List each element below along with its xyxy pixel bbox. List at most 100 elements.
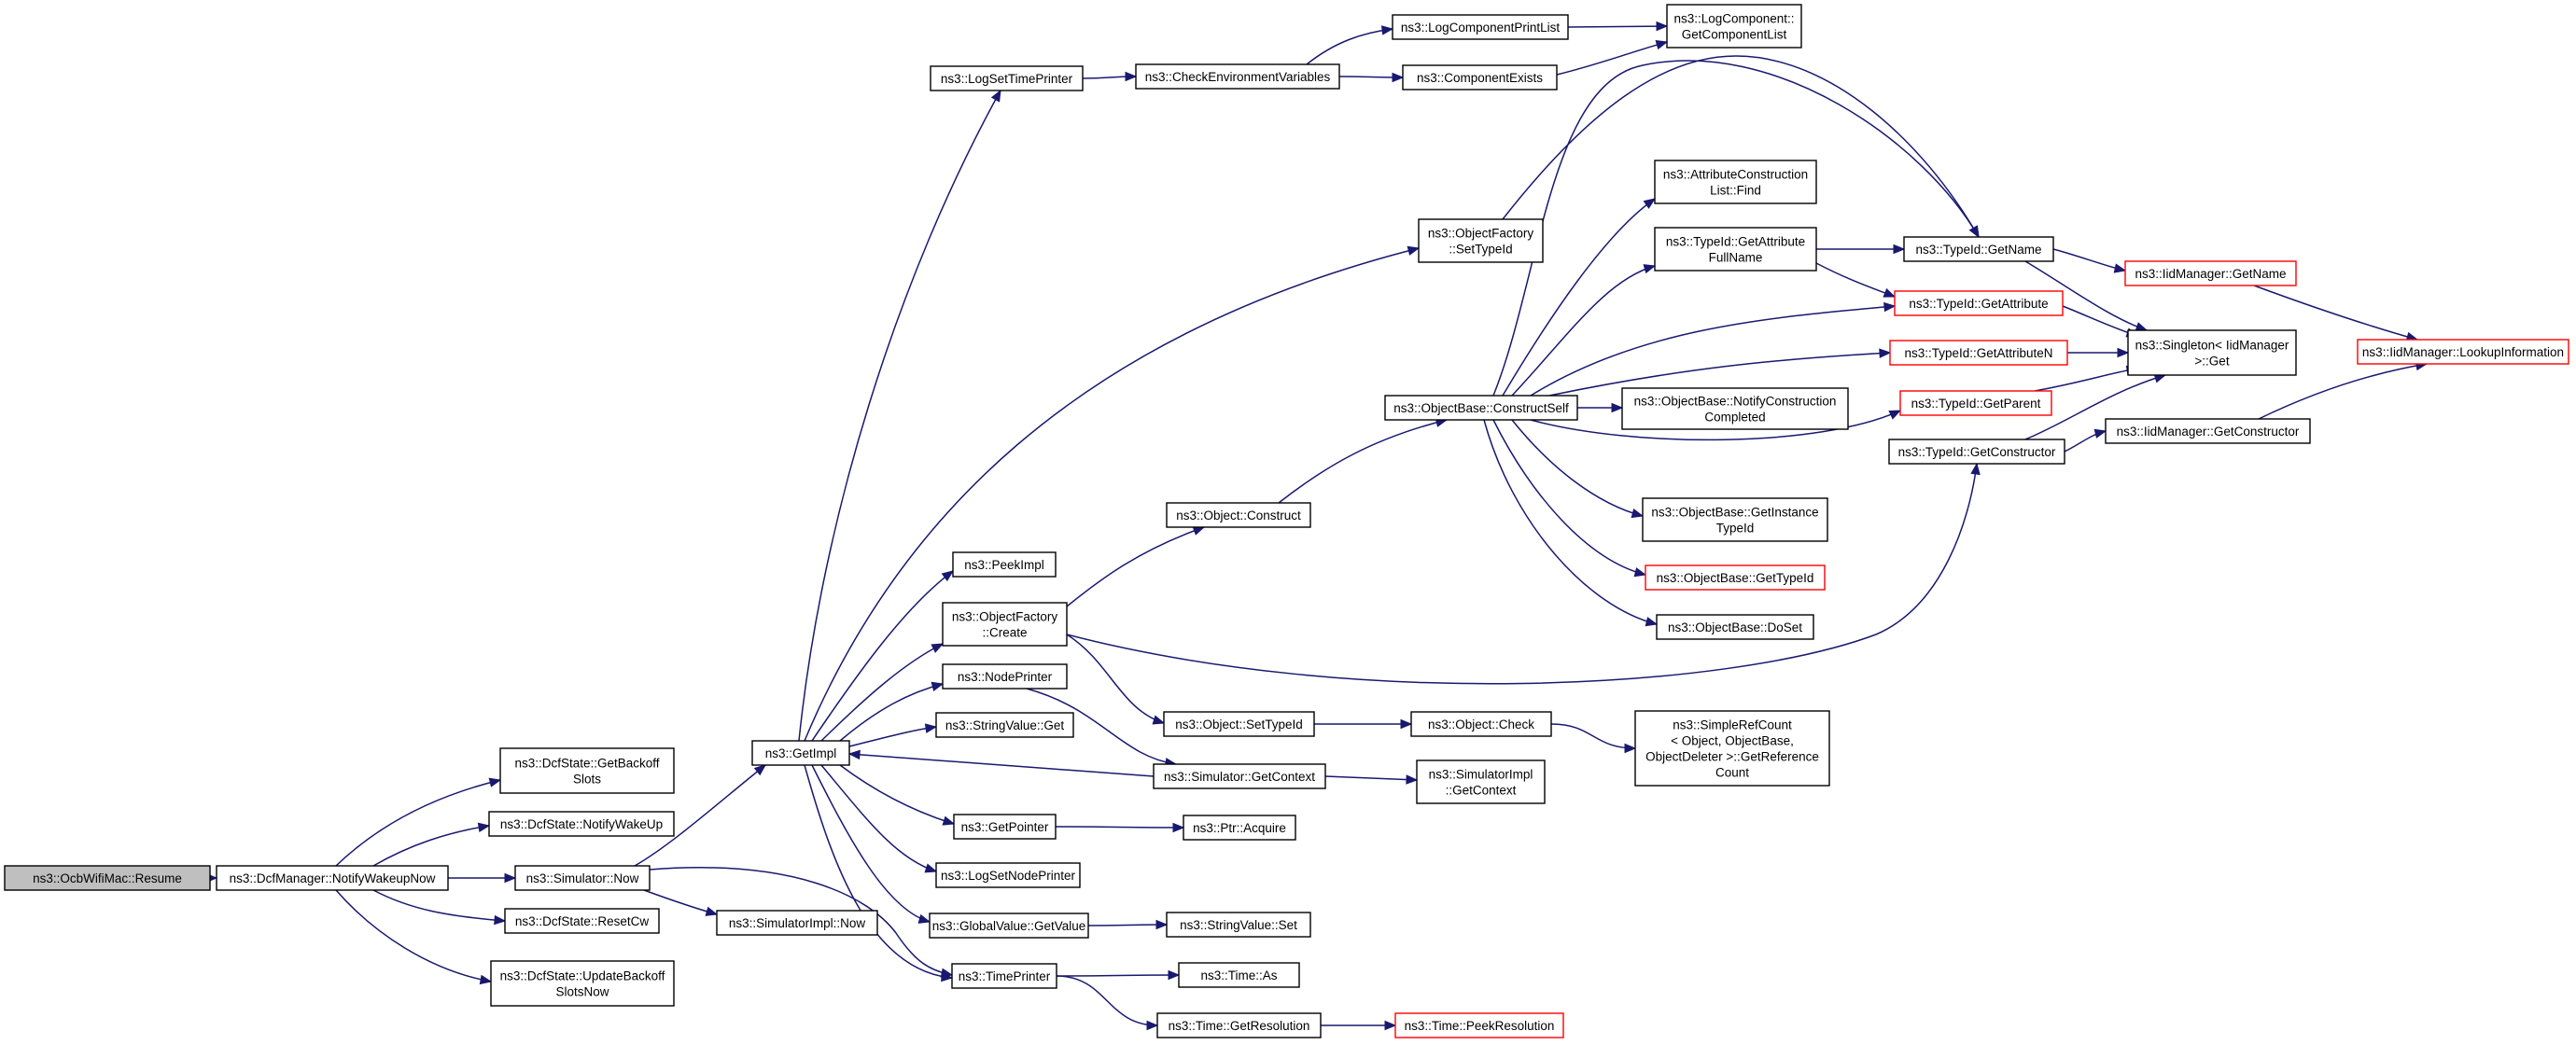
node-get-impl[interactable]: ns3::GetImpl xyxy=(751,740,850,766)
node-box xyxy=(1166,502,1311,528)
node-label-line: ns3::Ptr::Acquire xyxy=(1193,821,1286,835)
node-label-line: ns3::GetPointer xyxy=(961,820,1049,834)
node-global-value-get-value[interactable]: ns3::GlobalValue::GetValue xyxy=(929,913,1089,939)
node-component-exists[interactable]: ns3::ComponentExists xyxy=(1402,64,1558,91)
edge-object-check-to-simple-ref-count xyxy=(1550,723,1637,754)
edge-get-impl-to-obj-factory-create xyxy=(820,643,945,742)
node-sim-get-context[interactable]: ns3::Simulator::GetContext xyxy=(1153,763,1326,789)
node-time-peek-resolution[interactable]: ns3::Time::PeekResolution xyxy=(1394,1012,1564,1038)
edge-line xyxy=(372,889,506,922)
node-type-id-get-name[interactable]: ns3::TypeId::GetName xyxy=(1903,236,2054,262)
node-peek-impl[interactable]: ns3::PeekImpl xyxy=(952,551,1057,578)
edge-construct-self-to-get-attr-full-name xyxy=(1511,264,1657,397)
node-label-line: Slots xyxy=(573,773,601,787)
node-label-line: ns3::StringValue::Get xyxy=(945,718,1065,732)
node-box xyxy=(2357,339,2569,365)
node-label-line: ns3::ObjectBase::GetTypeId xyxy=(1657,571,1814,585)
node-check-env-vars[interactable]: ns3::CheckEnvironmentVariables xyxy=(1135,63,1340,90)
node-string-value-get[interactable]: ns3::StringValue::Get xyxy=(935,712,1074,738)
node-type-id-get-attribute-n[interactable]: ns3::TypeId::GetAttributeN xyxy=(1889,340,2068,366)
edge-get-impl-to-get-pointer xyxy=(839,764,956,826)
edge-layer xyxy=(205,21,2429,1031)
node-type-id-get-parent[interactable]: ns3::TypeId::GetParent xyxy=(1899,390,2052,416)
arrowhead xyxy=(1611,402,1624,413)
node-notify-wakeup-now[interactable]: ns3::DcfManager::NotifyWakeupNow xyxy=(216,865,449,891)
node-simple-ref-count[interactable]: ns3::SimpleRefCount< Object, ObjectBase,… xyxy=(1634,710,1830,787)
node-label-line: ns3::SimulatorImpl::Now xyxy=(729,916,866,930)
node-label-line: >::Get xyxy=(2194,355,2229,369)
node-time-get-resolution[interactable]: ns3::Time::GetResolution xyxy=(1156,1012,1322,1038)
arrowhead xyxy=(1655,40,1669,50)
node-obj-factory-create[interactable]: ns3::ObjectFactory::Create xyxy=(942,602,1068,647)
node-type-id-get-attribute[interactable]: ns3::TypeId::GetAttribute xyxy=(1894,290,2064,316)
node-iid-lookup-info[interactable]: ns3::IidManager::LookupInformation xyxy=(2357,339,2569,365)
edge-line xyxy=(1502,198,1656,397)
node-box xyxy=(930,65,1084,91)
edge-line xyxy=(839,683,944,742)
node-box xyxy=(1163,711,1315,737)
node-box xyxy=(1392,14,1569,40)
edge-line xyxy=(2034,368,2138,392)
node-label-line: ns3::SimpleRefCount xyxy=(1673,718,1792,732)
node-obj-factory-set-type-id[interactable]: ns3::ObjectFactory::SetTypeId xyxy=(1418,218,1544,263)
node-label-line: ns3::ObjectBase::DoSet xyxy=(1668,620,1802,634)
edge-obj-factory-set-type-id-to-type-id-get-name xyxy=(1502,55,1980,239)
edge-line xyxy=(1306,28,1393,65)
node-box xyxy=(499,747,675,794)
node-notify-wake-up[interactable]: ns3::DcfState::NotifyWakeUp xyxy=(488,811,675,837)
node-notify-constr-completed[interactable]: ns3::ObjectBase::NotifyConstructionCompl… xyxy=(1621,387,1849,430)
node-reset-cw[interactable]: ns3::DcfState::ResetCw xyxy=(504,908,660,934)
edge-line xyxy=(804,247,1420,742)
node-log-set-time-printer[interactable]: ns3::LogSetTimePrinter xyxy=(930,65,1084,91)
node-sim-impl-get-context[interactable]: ns3::SimulatorImpl::GetContext xyxy=(1416,759,1546,804)
edge-line xyxy=(2024,260,2148,331)
node-object-base-get-type-id[interactable]: ns3::ObjectBase::GetTypeId xyxy=(1645,564,1826,591)
arrowhead xyxy=(1146,1020,1159,1031)
edge-sim-get-context-to-get-impl xyxy=(847,749,1155,777)
node-node-printer[interactable]: ns3::NodePrinter xyxy=(942,663,1068,690)
node-time-printer[interactable]: ns3::TimePrinter xyxy=(951,963,1057,989)
edge-get-impl-to-global-value-get-value xyxy=(811,764,931,924)
arrowhead xyxy=(2093,428,2107,439)
edge-line xyxy=(1492,419,1646,576)
node-sim-impl-now[interactable]: ns3::SimulatorImpl::Now xyxy=(716,910,878,936)
node-box xyxy=(1899,390,2052,416)
node-iid-get-name[interactable]: ns3::IidManager::GetName xyxy=(2124,260,2297,286)
arrowhead xyxy=(1400,718,1413,730)
edge-get-attr-full-name-to-type-id-get-attribute xyxy=(1815,262,1897,298)
node-get-pointer[interactable]: ns3::GetPointer xyxy=(953,814,1057,840)
node-do-set[interactable]: ns3::ObjectBase::DoSet xyxy=(1656,614,1814,640)
node-type-id-get-constructor[interactable]: ns3::TypeId::GetConstructor xyxy=(1888,439,2065,465)
node-iid-get-constructor[interactable]: ns3::IidManager::GetConstructor xyxy=(2105,418,2311,444)
arrowhead xyxy=(1643,198,1657,209)
edge-line xyxy=(1087,924,1168,927)
node-object-construct[interactable]: ns3::Object::Construct xyxy=(1166,502,1311,528)
arrowhead xyxy=(924,723,938,733)
node-construct-self[interactable]: ns3::ObjectBase::ConstructSelf xyxy=(1384,395,1578,421)
node-object-set-type-id[interactable]: ns3::Object::SetTypeId xyxy=(1163,711,1315,737)
node-time-as[interactable]: ns3::Time::As xyxy=(1178,962,1300,988)
node-label-line: ns3::CheckEnvironmentVariables xyxy=(1145,70,1331,84)
node-log-comp-get-list[interactable]: ns3::LogComponent::GetComponentList xyxy=(1666,4,1802,49)
node-string-value-set[interactable]: ns3::StringValue::Set xyxy=(1166,912,1311,938)
node-singleton-get[interactable]: ns3::Singleton< IidManager>::Get xyxy=(2127,329,2297,376)
node-log-set-node-printer[interactable]: ns3::LogSetNodePrinter xyxy=(935,862,1081,888)
node-ptr-acquire[interactable]: ns3::Ptr::Acquire xyxy=(1183,815,1296,841)
node-label-line: < Object, ObjectBase, xyxy=(1671,734,1794,748)
arrowhead xyxy=(1624,743,1637,754)
node-sim-now[interactable]: ns3::Simulator::Now xyxy=(514,865,651,891)
node-object-check[interactable]: ns3::Object::Check xyxy=(1410,711,1552,737)
node-resume[interactable]: ns3::OcbWifiMac::Resume xyxy=(4,865,211,891)
edge-line xyxy=(1556,41,1668,76)
edge-construct-self-to-type-id-get-parent xyxy=(1530,410,1902,441)
node-log-comp-print-list[interactable]: ns3::LogComponentPrintList xyxy=(1392,14,1569,40)
arrowhead xyxy=(1152,715,1166,725)
edge-notify-wakeup-now-to-sim-now xyxy=(448,872,517,884)
node-label-line: ns3::DcfState::GetBackoff xyxy=(514,757,659,771)
arrowhead xyxy=(1643,264,1657,274)
